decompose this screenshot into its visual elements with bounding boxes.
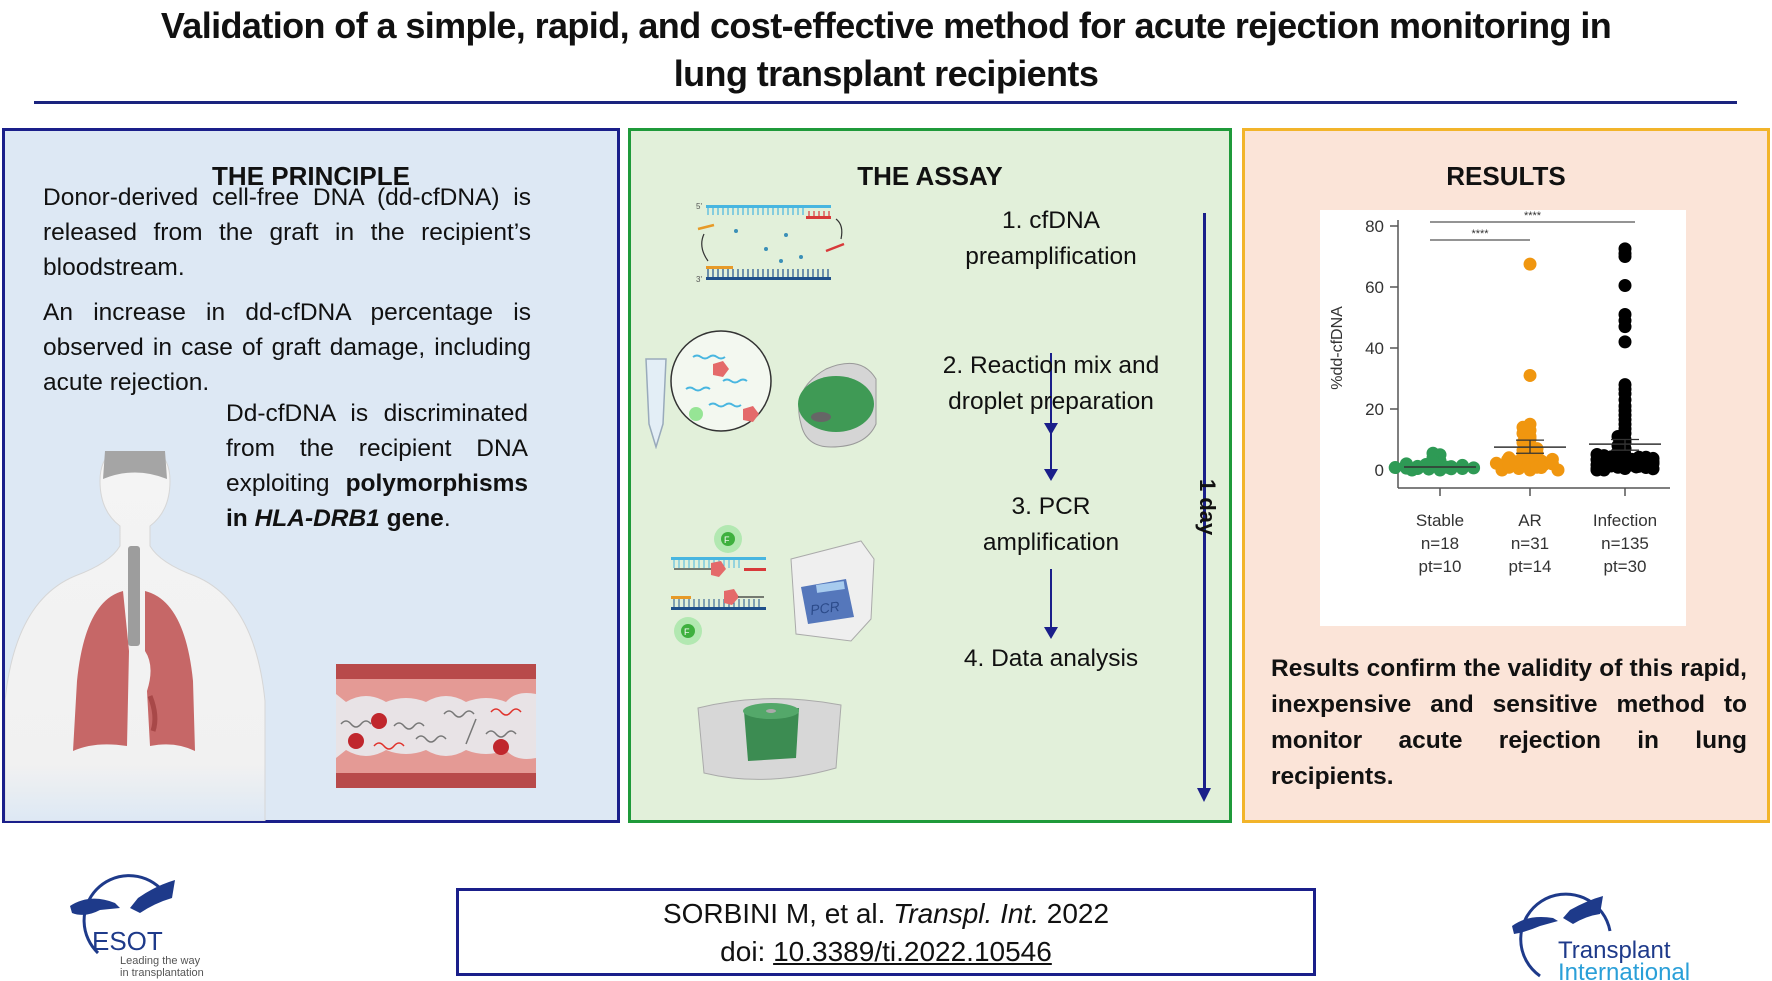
step-2: 2. Reaction mix and droplet preparation xyxy=(919,348,1183,420)
data-point xyxy=(1509,455,1523,469)
y-tick-label: 20 xyxy=(1365,400,1384,419)
step-2-line-1: 2. Reaction mix and xyxy=(942,352,1160,379)
citation-author: SORBINI M, et al. xyxy=(662,898,886,929)
arrow-down-icon xyxy=(1044,569,1058,639)
svg-text:3': 3' xyxy=(696,275,702,284)
x-category-label: n=135 xyxy=(1601,534,1649,553)
assay-panel: THE ASSAY 5' 3' F xyxy=(628,128,1232,823)
droplet-generator-icon xyxy=(645,330,877,449)
droplet-reader-icon xyxy=(697,698,842,780)
x-category-label: pt=14 xyxy=(1508,557,1551,576)
esot-logo: ESOT Leading the way in transplantation xyxy=(70,874,204,979)
x-category-label: AR xyxy=(1518,511,1542,530)
results-conclusion: Results confirm the validity of this rap… xyxy=(1271,655,1747,790)
human-torso-lungs-illustration xyxy=(5,451,266,821)
step-2-line-2: droplet preparation xyxy=(948,388,1154,415)
pcr-thermocycler-icon: F F PCR xyxy=(671,525,875,645)
significance-label: **** xyxy=(1471,228,1489,240)
data-point xyxy=(1467,461,1481,475)
y-axis-label: %dd-cfDNA xyxy=(1329,306,1346,390)
data-point xyxy=(1551,463,1565,477)
title-line-2: lung transplant recipients xyxy=(673,53,1099,94)
significance-label: **** xyxy=(1524,210,1542,222)
ti-logo-line-2: International xyxy=(1558,959,1690,981)
results-chart: 0 20 40 60 80 %dd-cfDNA **** **** Stable n=18 pt=1… xyxy=(1320,210,1686,626)
results-heading: RESULTS xyxy=(1446,161,1566,191)
assay-heading: THE ASSAY xyxy=(857,161,1003,191)
y-tick-label: 80 xyxy=(1365,217,1384,236)
doi-link[interactable]: 10.3389/ti.2022.10546 xyxy=(773,936,1052,967)
transplant-international-logo: Transplant International xyxy=(1512,892,1690,981)
principle-heading: THE PRINCIPLE xyxy=(212,161,410,191)
step-1-line-1: 1. cfDNA xyxy=(1001,207,1101,234)
x-category-label: Infection xyxy=(1593,511,1657,530)
probe-label-top: F xyxy=(724,535,730,545)
data-point xyxy=(1388,461,1402,475)
data-point xyxy=(1618,278,1632,292)
ti-logo-line-1: Transplant xyxy=(1558,937,1671,964)
citation-journal: Transpl. Int. xyxy=(893,898,1039,929)
y-tick-label: 60 xyxy=(1365,278,1384,297)
pcr-device-label: PCR xyxy=(809,598,841,618)
dot-plot: 0 20 40 60 80 %dd-cfDNA **** **** Stable n=18 pt=1… xyxy=(1329,210,1670,576)
step-4-line-1: 4. Data analysis xyxy=(963,645,1139,672)
esot-tagline-2: in transplantation xyxy=(120,967,204,979)
citation-box: SORBINI M, et al. Transpl. Int. 2022 doi… xyxy=(456,888,1316,976)
step-3-line-2: amplification xyxy=(982,529,1120,556)
x-category-label: n=18 xyxy=(1421,534,1459,553)
y-tick-label: 40 xyxy=(1365,339,1384,358)
doi-prefix: doi: xyxy=(720,936,766,967)
title-divider xyxy=(34,101,1737,104)
data-point xyxy=(1455,458,1469,472)
esot-tagline-1: Leading the way xyxy=(120,955,201,967)
x-category-label: pt=10 xyxy=(1418,557,1461,576)
results-panel: RESULTS 0 20 40 60 80 %dd-cfDNA **** **** Stable… xyxy=(1242,128,1770,823)
arrow-down-icon xyxy=(1044,415,1058,481)
data-point xyxy=(1590,447,1604,461)
citation-line: SORBINI M, et al. Transpl. Int. 2022 xyxy=(459,895,1313,933)
para3-period: . xyxy=(443,505,451,532)
page-title: Validation of a simple, rapid, and cost-… xyxy=(0,0,1772,98)
probe-label-bottom: F xyxy=(684,627,690,637)
para3-bold: polymorphisms in xyxy=(226,470,528,532)
svg-text:5': 5' xyxy=(696,202,702,211)
principle-paragraph-3: Dd-cfDNA is discriminated from the recip… xyxy=(226,396,528,536)
para3-text: Dd-cfDNA is discriminated from the recip… xyxy=(226,400,528,497)
principle-paragraph-1: Donor-derived cell-free DNA (dd-cfDNA) i… xyxy=(43,184,531,281)
data-point xyxy=(1618,335,1632,349)
assay-step-4: 4. Data analysis xyxy=(931,641,1171,677)
data-point xyxy=(1618,320,1632,334)
dna-preamplification-icon: 5' 3' xyxy=(696,202,845,284)
step-1-line-2: preamplification xyxy=(965,243,1137,270)
data-point xyxy=(1611,450,1625,464)
data-point xyxy=(1523,257,1537,271)
principle-panel: THE PRINCIPLE Donor-derived cell-free DN… xyxy=(2,128,620,823)
assay-step-1: 1. cfDNA preamplification xyxy=(931,203,1171,275)
title-line-1: Validation of a simple, rapid, and cost-… xyxy=(160,5,1612,46)
x-category-label: n=31 xyxy=(1511,534,1549,553)
gene-name: HLA-DRB1 xyxy=(254,505,380,532)
y-tick-label: 0 xyxy=(1375,461,1384,480)
doi-line: doi: 10.3389/ti.2022.10546 xyxy=(459,933,1313,971)
principle-paragraph-2: An increase in dd-cfDNA percentage is ob… xyxy=(43,299,531,396)
x-category-label: Stable xyxy=(1416,511,1464,530)
esot-logo-text: ESOT xyxy=(92,926,163,956)
assay-step-3: 3. PCR amplification xyxy=(931,489,1171,561)
blood-vessel-cfdna-illustration xyxy=(336,664,536,788)
para3-bold-end: gene xyxy=(386,505,444,532)
x-category-label: pt=30 xyxy=(1603,557,1646,576)
citation-year: 2022 xyxy=(1046,898,1110,929)
timeline-arrow xyxy=(1197,213,1211,802)
duration-label: 1 day xyxy=(1195,479,1220,536)
data-point xyxy=(1523,368,1537,382)
data-point xyxy=(1646,455,1660,469)
step-3-line-1: 3. PCR xyxy=(1011,493,1091,520)
data-point xyxy=(1523,417,1537,431)
data-point xyxy=(1618,250,1632,263)
